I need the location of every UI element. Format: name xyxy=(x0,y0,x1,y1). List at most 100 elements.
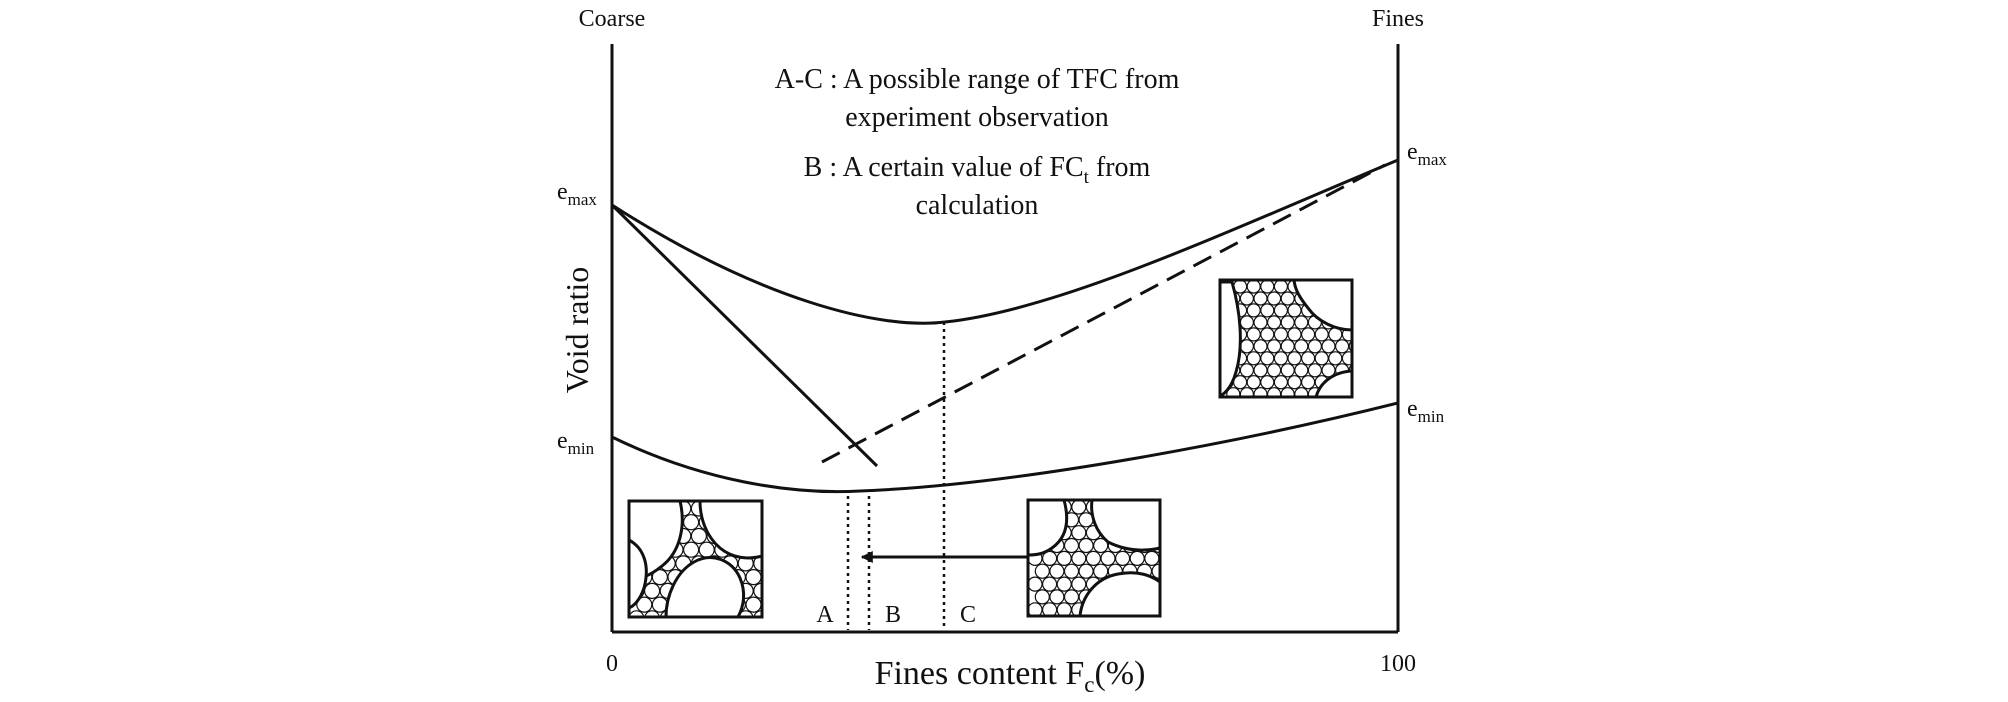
fine-particle xyxy=(1071,500,1087,515)
fine-particle xyxy=(1260,351,1275,366)
fine-particle xyxy=(1155,615,1160,616)
fine-particle xyxy=(1053,615,1061,616)
coarse-grain-right-left xyxy=(1218,280,1242,399)
fine-particle xyxy=(1114,550,1131,567)
fine-particle xyxy=(1273,327,1289,342)
coarse-grain-mid-topleft xyxy=(1026,498,1069,557)
legend-ac-line2: experiment observation xyxy=(845,102,1109,133)
fine-particle xyxy=(1260,375,1275,390)
fine-particle xyxy=(682,541,700,558)
fine-particle xyxy=(1334,339,1350,354)
x-hundred-label: 100 xyxy=(1380,651,1416,677)
fine-particle xyxy=(1273,375,1289,390)
fine-particle xyxy=(1266,315,1282,330)
fine-particle xyxy=(1082,615,1090,616)
fine-particle xyxy=(1056,576,1072,592)
coarse-packing-line xyxy=(610,203,879,468)
fine-particle xyxy=(1280,363,1295,378)
left-emax-label: emax xyxy=(557,179,597,209)
fine-particle xyxy=(1253,315,1268,330)
inset-transitional xyxy=(1026,498,1162,618)
marker-b-label: B xyxy=(885,602,901,628)
fine-particle xyxy=(745,568,762,586)
fine-particle xyxy=(1071,525,1087,541)
fine-particle xyxy=(1056,602,1072,616)
fine-particle xyxy=(690,527,708,545)
fine-particle xyxy=(1260,280,1275,294)
right-emin-label: emin xyxy=(1407,396,1445,426)
fine-particle xyxy=(737,610,754,617)
fine-particle xyxy=(745,596,762,613)
fine-particle xyxy=(1341,351,1352,366)
left-emin-label: emin xyxy=(557,428,595,458)
legend-b-line2: calculation xyxy=(916,190,1039,221)
fine-particle xyxy=(1085,550,1102,567)
fine-particle xyxy=(1321,339,1336,354)
fine-particle xyxy=(1280,339,1295,354)
fine-particle xyxy=(698,541,715,558)
fine-particle xyxy=(1294,315,1309,330)
fine-particle xyxy=(1266,291,1282,306)
fine-particle xyxy=(644,610,661,617)
inset-fines-dominated xyxy=(1218,278,1354,399)
fine-particle xyxy=(1273,351,1289,366)
fine-particle xyxy=(1078,537,1094,554)
fine-particle xyxy=(1067,615,1076,616)
fine-particle xyxy=(1028,576,1043,592)
fine-particle xyxy=(1096,615,1105,616)
fine-particle xyxy=(1100,550,1116,567)
marker-c-label: C xyxy=(960,602,976,628)
fine-particle xyxy=(1287,303,1302,318)
fine-particle xyxy=(1056,550,1072,567)
fine-particle xyxy=(1253,291,1268,306)
fine-particle xyxy=(1126,615,1134,616)
fine-particle xyxy=(1246,375,1261,390)
fine-particle xyxy=(1239,363,1255,378)
fine-particle xyxy=(1287,375,1302,390)
fine-particle xyxy=(636,596,653,613)
fine-particle xyxy=(1260,327,1275,342)
fine-particle xyxy=(1041,576,1058,592)
emax-curve xyxy=(611,158,1399,325)
fine-particle xyxy=(1253,387,1268,397)
fine-particle xyxy=(1266,339,1282,354)
fine-particle xyxy=(1300,375,1316,390)
fine-particle xyxy=(761,600,762,609)
coarse-grain-mid-topright xyxy=(1090,498,1162,552)
legend-ac-line1: A-C : A possible range of TFC from xyxy=(775,64,1180,95)
fine-particle xyxy=(1273,303,1289,318)
fine-particle xyxy=(1328,351,1343,366)
fine-particle xyxy=(1144,550,1160,567)
coarse-grain-right-top xyxy=(1292,278,1354,332)
fine-particle xyxy=(1294,387,1309,397)
fine-particle xyxy=(1307,363,1323,378)
inset-coarse-dominated xyxy=(627,499,764,619)
legend-b-line1: B : A certain value of FCt from xyxy=(804,152,1151,188)
fine-particle xyxy=(761,518,762,527)
fine-particle xyxy=(1273,280,1288,294)
fine-particle xyxy=(1071,550,1087,567)
fine-particle xyxy=(1093,537,1109,554)
fine-particle xyxy=(1034,589,1050,605)
coarse-label: Coarse xyxy=(579,6,646,32)
fine-particle xyxy=(1314,351,1329,366)
fine-particle xyxy=(1294,339,1309,354)
coarse-grain-left-topright xyxy=(698,499,764,560)
coarse-grain-mid-bottom xyxy=(1078,571,1162,618)
coarse-grain-left-edge xyxy=(627,537,648,611)
marker-a-label: A xyxy=(816,602,834,628)
fine-particle xyxy=(1111,615,1120,616)
emin-curve xyxy=(611,401,1399,494)
fine-particle xyxy=(1093,563,1109,579)
fines-label: Fines xyxy=(1372,6,1424,32)
fine-particle xyxy=(629,610,645,617)
fine-particle xyxy=(1129,550,1145,567)
coarse-grain-left-center xyxy=(664,556,746,619)
fine-particle xyxy=(1300,327,1316,342)
fine-particle xyxy=(1246,351,1261,366)
fine-particle xyxy=(1260,303,1275,318)
fine-particle xyxy=(1253,363,1268,378)
fine-particle xyxy=(682,514,700,531)
fine-particle xyxy=(1239,387,1254,397)
